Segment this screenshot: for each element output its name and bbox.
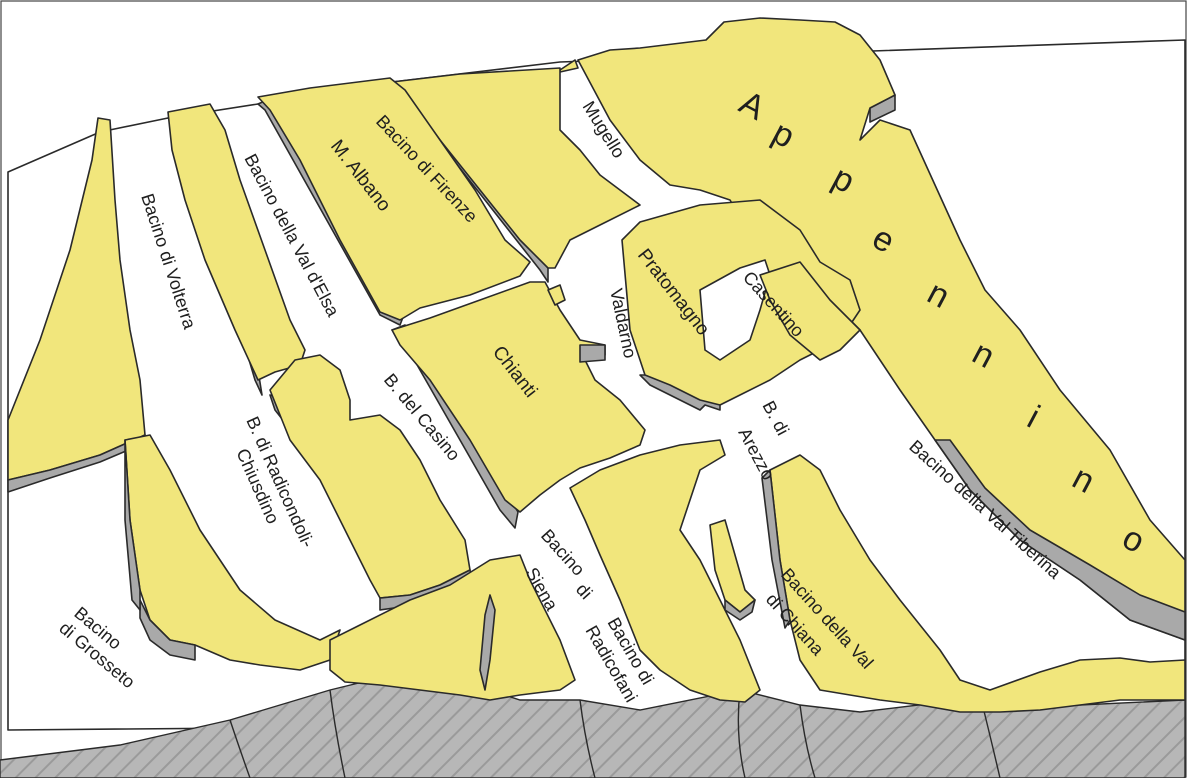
block-diagram: Bacino di Volterra Bacino della Val d'El… <box>0 0 1187 778</box>
diagram-canvas: Bacino di Volterra Bacino della Val d'El… <box>0 0 1187 778</box>
